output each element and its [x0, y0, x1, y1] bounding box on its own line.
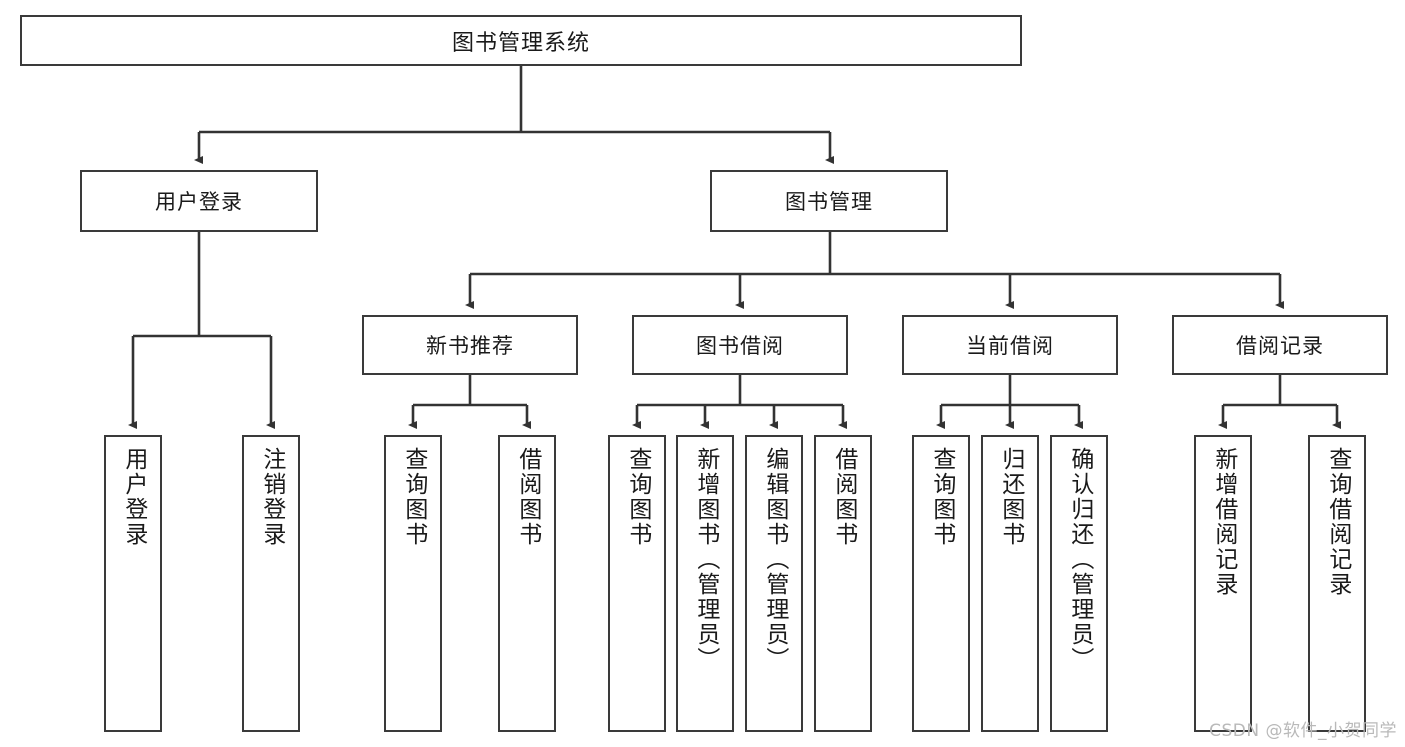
leaf-label: 注销登录 — [258, 447, 285, 547]
leaf-borrow-record-add-record[interactable]: 新增借阅记录 — [1194, 435, 1252, 732]
node-root-book-management-system[interactable]: 图书管理系统 — [20, 15, 1022, 66]
leaf-current-borrow-query-book[interactable]: 查询图书 — [912, 435, 970, 732]
node-book-management[interactable]: 图书管理 — [710, 170, 948, 232]
node-user-login[interactable]: 用户登录 — [80, 170, 318, 232]
leaf-new-book-query-book[interactable]: 查询图书 — [384, 435, 442, 732]
leaf-book-borrow-borrow-book[interactable]: 借阅图书 — [814, 435, 872, 732]
node-book-borrow[interactable]: 图书借阅 — [632, 315, 848, 375]
leaf-label: 查询图书 — [624, 447, 651, 547]
node-borrow-record[interactable]: 借阅记录 — [1172, 315, 1388, 375]
leaf-label: 查询图书 — [928, 447, 955, 547]
leaf-label: 新增图书（管理员） — [692, 447, 719, 672]
leaf-label: 归还图书 — [997, 447, 1024, 547]
leaf-new-book-borrow-book[interactable]: 借阅图书 — [498, 435, 556, 732]
leaf-user-login-logout[interactable]: 注销登录 — [242, 435, 300, 732]
node-label: 图书管理 — [785, 190, 873, 214]
node-label: 新书推荐 — [426, 334, 514, 358]
leaf-user-login-login[interactable]: 用户登录 — [104, 435, 162, 732]
leaf-label: 新增借阅记录 — [1210, 447, 1237, 597]
watermark: CSDN @软件_小贺同学 — [1209, 721, 1397, 741]
node-current-borrow[interactable]: 当前借阅 — [902, 315, 1118, 375]
node-label: 用户登录 — [155, 190, 243, 214]
leaf-label: 借阅图书 — [514, 447, 541, 547]
leaf-book-borrow-edit-book-admin[interactable]: 编辑图书（管理员） — [745, 435, 803, 732]
node-label: 借阅记录 — [1236, 334, 1324, 358]
leaf-book-borrow-add-book-admin[interactable]: 新增图书（管理员） — [676, 435, 734, 732]
leaf-book-borrow-query-book[interactable]: 查询图书 — [608, 435, 666, 732]
leaf-label: 用户登录 — [120, 447, 147, 547]
leaf-borrow-record-query-record[interactable]: 查询借阅记录 — [1308, 435, 1366, 732]
leaf-label: 编辑图书（管理员） — [761, 447, 788, 672]
leaf-label: 查询图书 — [400, 447, 427, 547]
leaf-current-borrow-return-book[interactable]: 归还图书 — [981, 435, 1039, 732]
leaf-current-borrow-confirm-return-admin[interactable]: 确认归还（管理员） — [1050, 435, 1108, 732]
node-label: 图书借阅 — [696, 334, 784, 358]
node-label: 当前借阅 — [966, 334, 1054, 358]
leaf-label: 确认归还（管理员） — [1066, 447, 1093, 672]
leaf-label: 借阅图书 — [830, 447, 857, 547]
node-new-book-recommend[interactable]: 新书推荐 — [362, 315, 578, 375]
node-label: 图书管理系统 — [451, 30, 590, 56]
leaf-label: 查询借阅记录 — [1324, 447, 1351, 597]
